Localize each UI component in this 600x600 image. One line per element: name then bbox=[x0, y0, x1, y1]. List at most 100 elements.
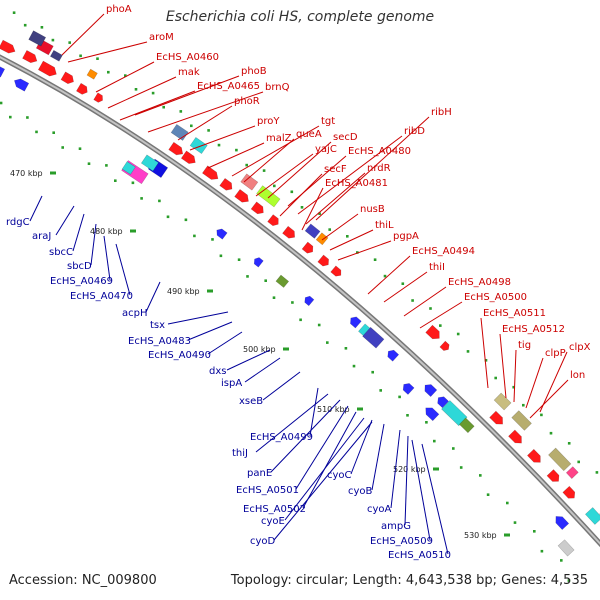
gene-shape bbox=[60, 71, 74, 84]
forward-gene-leader bbox=[480, 317, 489, 389]
reverse-gene-leader bbox=[55, 205, 75, 236]
gene-shape bbox=[493, 392, 512, 411]
forward-gene-label: lon bbox=[570, 370, 585, 381]
track-dot bbox=[0, 101, 3, 105]
topology-label: Topology: circular; Length: 4,643,538 bp… bbox=[230, 573, 588, 588]
forward-gene-label: secD bbox=[333, 132, 358, 143]
track-dot bbox=[52, 131, 55, 134]
track-dot bbox=[105, 164, 108, 167]
track-dot bbox=[506, 501, 509, 505]
reverse-gene-feature bbox=[557, 539, 575, 557]
forward-gene-leader bbox=[315, 116, 430, 221]
gene-shape bbox=[0, 64, 6, 78]
track-dot bbox=[326, 341, 329, 344]
forward-gene-feature bbox=[562, 485, 576, 499]
forward-gene-leader bbox=[67, 41, 148, 63]
reverse-gene-label: cyoD bbox=[250, 536, 276, 547]
reverse-gene-leader bbox=[167, 311, 229, 325]
forward-gene-leader bbox=[119, 90, 196, 121]
forward-gene-label: thiI bbox=[429, 262, 445, 273]
reverse-gene-leader bbox=[350, 419, 373, 475]
forward-gene-label: phoB bbox=[241, 66, 267, 77]
track-dot bbox=[40, 26, 44, 29]
reverse-gene-label: tsx bbox=[150, 320, 165, 331]
reverse-gene-label: EcHS_A0483 bbox=[128, 336, 191, 347]
gene-shape bbox=[22, 50, 38, 64]
gene-shape bbox=[459, 417, 475, 434]
track-dot bbox=[166, 215, 170, 219]
reverse-gene-leader bbox=[411, 439, 431, 541]
forward-gene-label: secF bbox=[324, 164, 347, 175]
reverse-gene-feature bbox=[437, 396, 449, 409]
track-dot bbox=[567, 579, 571, 582]
gene-shape bbox=[508, 429, 522, 444]
reverse-gene-leader bbox=[309, 387, 319, 437]
track-dot bbox=[411, 299, 414, 302]
reverse-gene-leader bbox=[371, 423, 385, 491]
track-dot bbox=[429, 307, 432, 310]
forward-gene-feature bbox=[267, 214, 279, 227]
track-dot bbox=[494, 376, 497, 380]
gene-shape bbox=[256, 185, 281, 208]
accession-label: Accession: NC_009800 bbox=[9, 573, 157, 588]
track-dot bbox=[300, 206, 304, 209]
forward-gene-leader bbox=[61, 13, 105, 56]
reverse-gene-label: EcHS_A0499 bbox=[250, 432, 313, 443]
reverse-gene-feature bbox=[424, 384, 438, 397]
track-dot bbox=[134, 88, 138, 91]
gene-shape bbox=[202, 165, 219, 180]
track-dot bbox=[567, 442, 571, 445]
track-dot bbox=[245, 163, 248, 167]
forward-gene-feature bbox=[425, 324, 440, 340]
gene-shape bbox=[14, 78, 30, 92]
gene-shape bbox=[93, 92, 103, 103]
reverse-gene-leader bbox=[115, 243, 131, 296]
track-dot bbox=[459, 466, 463, 469]
gene-shape bbox=[216, 228, 228, 240]
track-dot bbox=[466, 350, 470, 353]
reverse-gene-label: EcHS_A0490 bbox=[148, 350, 211, 361]
forward-gene-feature bbox=[93, 92, 103, 103]
track-dot bbox=[219, 254, 223, 258]
reverse-gene-feature bbox=[555, 516, 570, 531]
track-dot bbox=[96, 57, 99, 60]
forward-gene-label: nrdR bbox=[367, 163, 391, 174]
gene-shape bbox=[439, 340, 450, 351]
track-dot bbox=[291, 301, 294, 304]
track-dot bbox=[193, 234, 196, 238]
forward-gene-feature bbox=[256, 185, 281, 208]
gene-shape bbox=[425, 324, 440, 340]
reverse-gene-feature bbox=[387, 349, 400, 362]
track-dot bbox=[273, 184, 276, 188]
track-dot bbox=[595, 471, 599, 474]
gene-shape bbox=[267, 214, 279, 227]
track-dot bbox=[211, 238, 214, 241]
gene-shape bbox=[555, 516, 570, 531]
reverse-gene-leader bbox=[295, 405, 349, 490]
forward-gene-leader bbox=[321, 213, 359, 241]
forward-gene-feature bbox=[508, 429, 522, 444]
reverse-gene-feature bbox=[253, 257, 264, 268]
gene-shape bbox=[557, 539, 575, 557]
forward-gene-feature bbox=[234, 189, 249, 203]
forward-gene-leader bbox=[513, 349, 517, 403]
forward-gene-feature bbox=[250, 201, 264, 215]
forward-gene-label: EcHS_A0512 bbox=[502, 324, 565, 335]
forward-gene-leader bbox=[383, 271, 428, 303]
forward-gene-feature bbox=[565, 466, 579, 479]
track-dot bbox=[344, 347, 348, 350]
gene-shape bbox=[362, 326, 385, 349]
gene-shape bbox=[275, 274, 290, 288]
track-dot bbox=[131, 181, 135, 185]
reverse-gene-leader bbox=[207, 331, 243, 355]
gene-shape bbox=[527, 448, 541, 463]
forward-gene-feature bbox=[546, 469, 560, 482]
reverse-gene-leader bbox=[421, 443, 449, 555]
forward-gene-feature bbox=[315, 232, 329, 246]
forward-gene-feature bbox=[304, 223, 321, 239]
track-dot bbox=[406, 414, 409, 417]
gene-shape bbox=[86, 68, 98, 80]
reverse-gene-feature bbox=[0, 64, 6, 78]
gene-shape bbox=[253, 257, 264, 268]
kbp-tick-label: 520 kbp bbox=[393, 465, 426, 474]
